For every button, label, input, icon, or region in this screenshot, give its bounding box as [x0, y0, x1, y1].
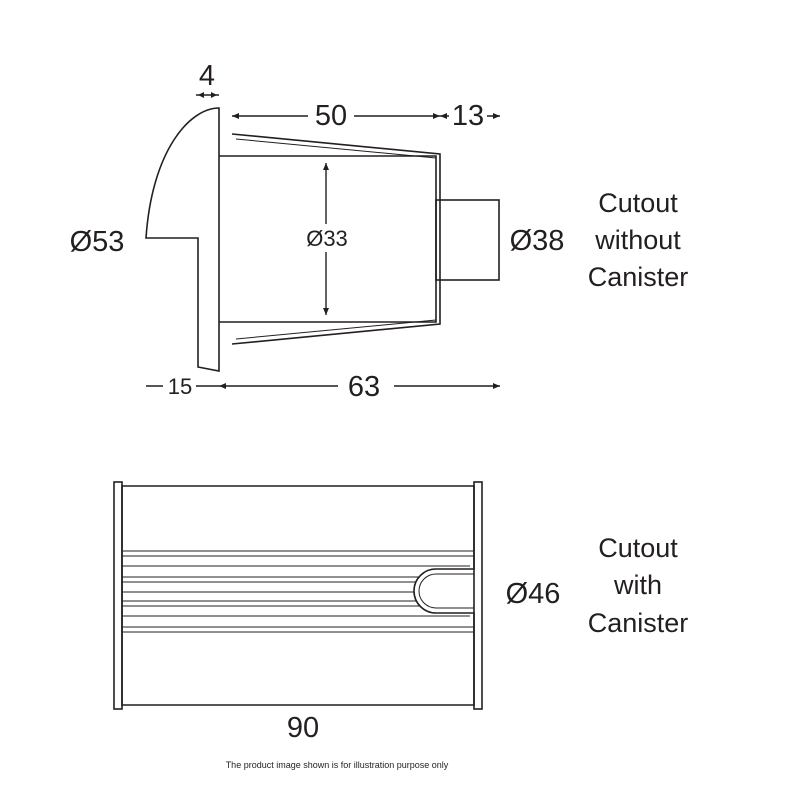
canister-flange-left [113, 481, 123, 710]
spring-clip-top [231, 133, 441, 345]
label-cutout-without-canister-line3: Canister [588, 262, 689, 292]
dim-cutout-diameter: Ø38 [510, 225, 565, 257]
dim-overall-length: 63 [348, 371, 380, 403]
dim-canister-diameter: Ø46 [506, 578, 561, 610]
dim-lip-thickness: 4 [199, 60, 215, 92]
fixture-face-outline [145, 107, 220, 372]
dim-body-diameter: Ø33 [306, 226, 348, 251]
label-cutout-with-canister-line1: Cutout [598, 533, 678, 563]
canister-flange-right [473, 481, 483, 710]
dim-body-length: 50 [315, 100, 347, 132]
label-cutout-without-canister-line1: Cutout [598, 188, 678, 218]
label-cutout-with-canister-line2: with [613, 570, 662, 600]
dim-connector-length: 13 [452, 100, 484, 132]
rear-connector [435, 199, 500, 281]
canister-ribs [122, 550, 474, 633]
label-cutout-without-canister-line2: without [594, 225, 681, 255]
disclaimer-note: The product image shown is for illustrat… [226, 760, 449, 770]
canister-outline [121, 485, 475, 706]
dim-face-depth: 15 [168, 374, 192, 399]
dim-face-diameter: Ø53 [70, 226, 125, 258]
dim-canister-length: 90 [287, 712, 319, 744]
top-view: 4 50 13 Ø53 Ø33 Ø38 15 [58, 60, 688, 403]
label-cutout-with-canister-line3: Canister [588, 608, 689, 638]
bottom-view: Ø46 90 Cutout with Canister [110, 481, 689, 744]
